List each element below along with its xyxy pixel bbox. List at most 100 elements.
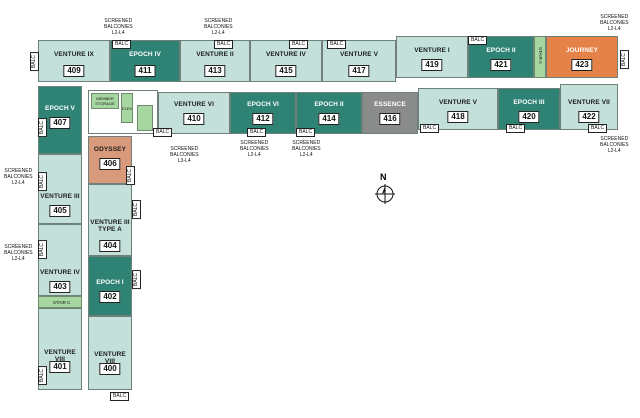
unit-name: EPOCH IV	[129, 51, 161, 58]
balc-402: BALC	[132, 270, 141, 290]
note-screened-414: SCREENED BALCONIES L2-L4	[292, 140, 321, 158]
note-screened-405: SCREENED BALCONIES L2-L4	[4, 168, 33, 186]
balc-412: BALC	[247, 128, 267, 137]
unit-423[interactable]: JOURNEY 423	[546, 36, 618, 78]
unit-number: 409	[63, 65, 85, 77]
unit-number: 419	[421, 59, 443, 71]
unit-409[interactable]: VENTURE IX 409	[38, 40, 110, 82]
note-screened-top-right: SCREENED BALCONIES L2-L4	[600, 14, 629, 32]
balc-404: BALC	[132, 200, 141, 220]
unit-401[interactable]: VENTURE VIII 401	[38, 308, 82, 390]
balc-420: BALC	[506, 124, 526, 133]
balc-414: BALC	[296, 128, 316, 137]
unit-name: VENTURE IX	[53, 51, 94, 58]
unit-number: 414	[318, 113, 340, 125]
note-screened-411: SCREENED BALCONIES L2-L4	[104, 18, 133, 36]
unit-number: 410	[183, 113, 205, 125]
unit-419[interactable]: VENTURE I 419	[396, 36, 468, 78]
elevator-label: ELEV	[122, 106, 133, 111]
note-screened-403: SCREENED BALCONIES L2-L4	[4, 244, 33, 262]
unit-name: VENTURE VIII	[44, 349, 76, 363]
balc-411: BALC	[112, 40, 132, 49]
unit-name: EPOCH II	[486, 47, 516, 54]
unit-name: VENTURE VI	[173, 101, 214, 108]
balc-413: BALC	[214, 40, 234, 49]
unit-name: ESSENCE	[374, 101, 406, 108]
service-core: MEMBER STORAGE ELEV	[88, 90, 158, 134]
member-storage: MEMBER STORAGE	[91, 93, 119, 109]
unit-name: JOURNEY	[565, 47, 599, 54]
stair-a-label: STAIR A	[538, 47, 543, 64]
unit-404[interactable]: VENTURE III TYPE A 404	[88, 184, 132, 256]
unit-410[interactable]: VENTURE VI 410	[158, 92, 230, 134]
balc-409: BALC	[30, 52, 39, 72]
unit-415[interactable]: VENTURE IV 415	[250, 40, 322, 82]
unit-number: 406	[99, 158, 121, 170]
unit-name: VENTURE V	[339, 51, 379, 58]
unit-name: VENTURE IV	[39, 269, 80, 276]
balc-407: BALC	[38, 118, 47, 138]
unit-number: 411	[134, 65, 156, 77]
unit-number: 400	[99, 363, 121, 375]
note-screened-422: SCREENED BALCONIES L2-L4	[600, 136, 629, 154]
utility-room	[137, 105, 153, 131]
unit-number: 413	[204, 65, 226, 77]
balc-415: BALC	[289, 40, 309, 49]
stair-c: STAIR C	[38, 296, 82, 308]
unit-422[interactable]: VENTURE VII 422	[560, 84, 618, 130]
balc-400: BALC	[110, 392, 130, 401]
unit-name: VENTURE I	[414, 47, 450, 54]
unit-name: VENTURE V	[438, 99, 478, 106]
balc-418: BALC	[420, 124, 440, 133]
unit-name: VENTURE III	[40, 193, 80, 200]
unit-number: 423	[571, 59, 593, 71]
unit-418[interactable]: VENTURE V 418	[418, 88, 498, 130]
member-storage-label: MEMBER STORAGE	[95, 96, 115, 106]
compass-rose	[375, 184, 395, 204]
unit-number: 405	[49, 205, 71, 217]
balc-406: BALC	[126, 166, 135, 186]
unit-number: 402	[99, 291, 121, 303]
compass-north-icon: N	[372, 172, 398, 206]
unit-number: 418	[447, 111, 469, 123]
unit-name: VENTURE VIII	[94, 351, 126, 365]
note-screened-413: SCREENED BALCONIES L2-L4	[204, 18, 233, 36]
note-screened-412: SCREENED BALCONIES L2-L4	[240, 140, 269, 158]
unit-416[interactable]: ESSENCE 416	[362, 92, 418, 134]
unit-number: 417	[348, 65, 370, 77]
unit-420[interactable]: EPOCH III 420	[498, 88, 560, 130]
balc-410: BALC	[153, 128, 173, 137]
unit-name: EPOCH V	[45, 105, 75, 112]
stair-a: STAIR A	[534, 36, 546, 78]
unit-402[interactable]: EPOCH I 402	[88, 256, 132, 316]
note-screened-410: SCREENED BALCONIES L3-L4	[170, 146, 199, 164]
unit-name: ODYSSEY	[93, 146, 127, 153]
unit-number: 407	[49, 117, 71, 129]
unit-name: VENTURE II	[196, 51, 234, 58]
unit-name: VENTURE III TYPE A	[90, 219, 130, 233]
unit-number: 421	[490, 59, 512, 71]
unit-406[interactable]: ODYSSEY 406	[88, 136, 132, 184]
balc-421: BALC	[468, 36, 488, 45]
unit-number: 420	[518, 111, 540, 123]
balc-405: BALC	[38, 172, 47, 192]
unit-411[interactable]: EPOCH IV 411	[110, 40, 180, 82]
unit-number: 401	[49, 361, 71, 373]
balc-403: BALC	[38, 240, 47, 260]
unit-400[interactable]: VENTURE VIII 400	[88, 316, 132, 390]
unit-name: VENTURE VII	[568, 99, 610, 106]
balc-401: BALC	[38, 366, 47, 386]
unit-name: EPOCH VI	[247, 101, 279, 108]
unit-414[interactable]: EPOCH II 414	[296, 92, 362, 134]
unit-number: 422	[578, 111, 600, 123]
unit-number: 403	[49, 281, 71, 293]
unit-number: 416	[379, 113, 401, 125]
balc-422: BALC	[588, 124, 608, 133]
unit-number: 412	[252, 113, 274, 125]
balc-417: BALC	[327, 40, 347, 49]
unit-403[interactable]: VENTURE IV 403	[38, 224, 82, 296]
elevator: ELEV	[121, 93, 133, 123]
unit-412[interactable]: EPOCH VI 412	[230, 92, 296, 134]
unit-name: VENTURE IV	[265, 51, 306, 58]
